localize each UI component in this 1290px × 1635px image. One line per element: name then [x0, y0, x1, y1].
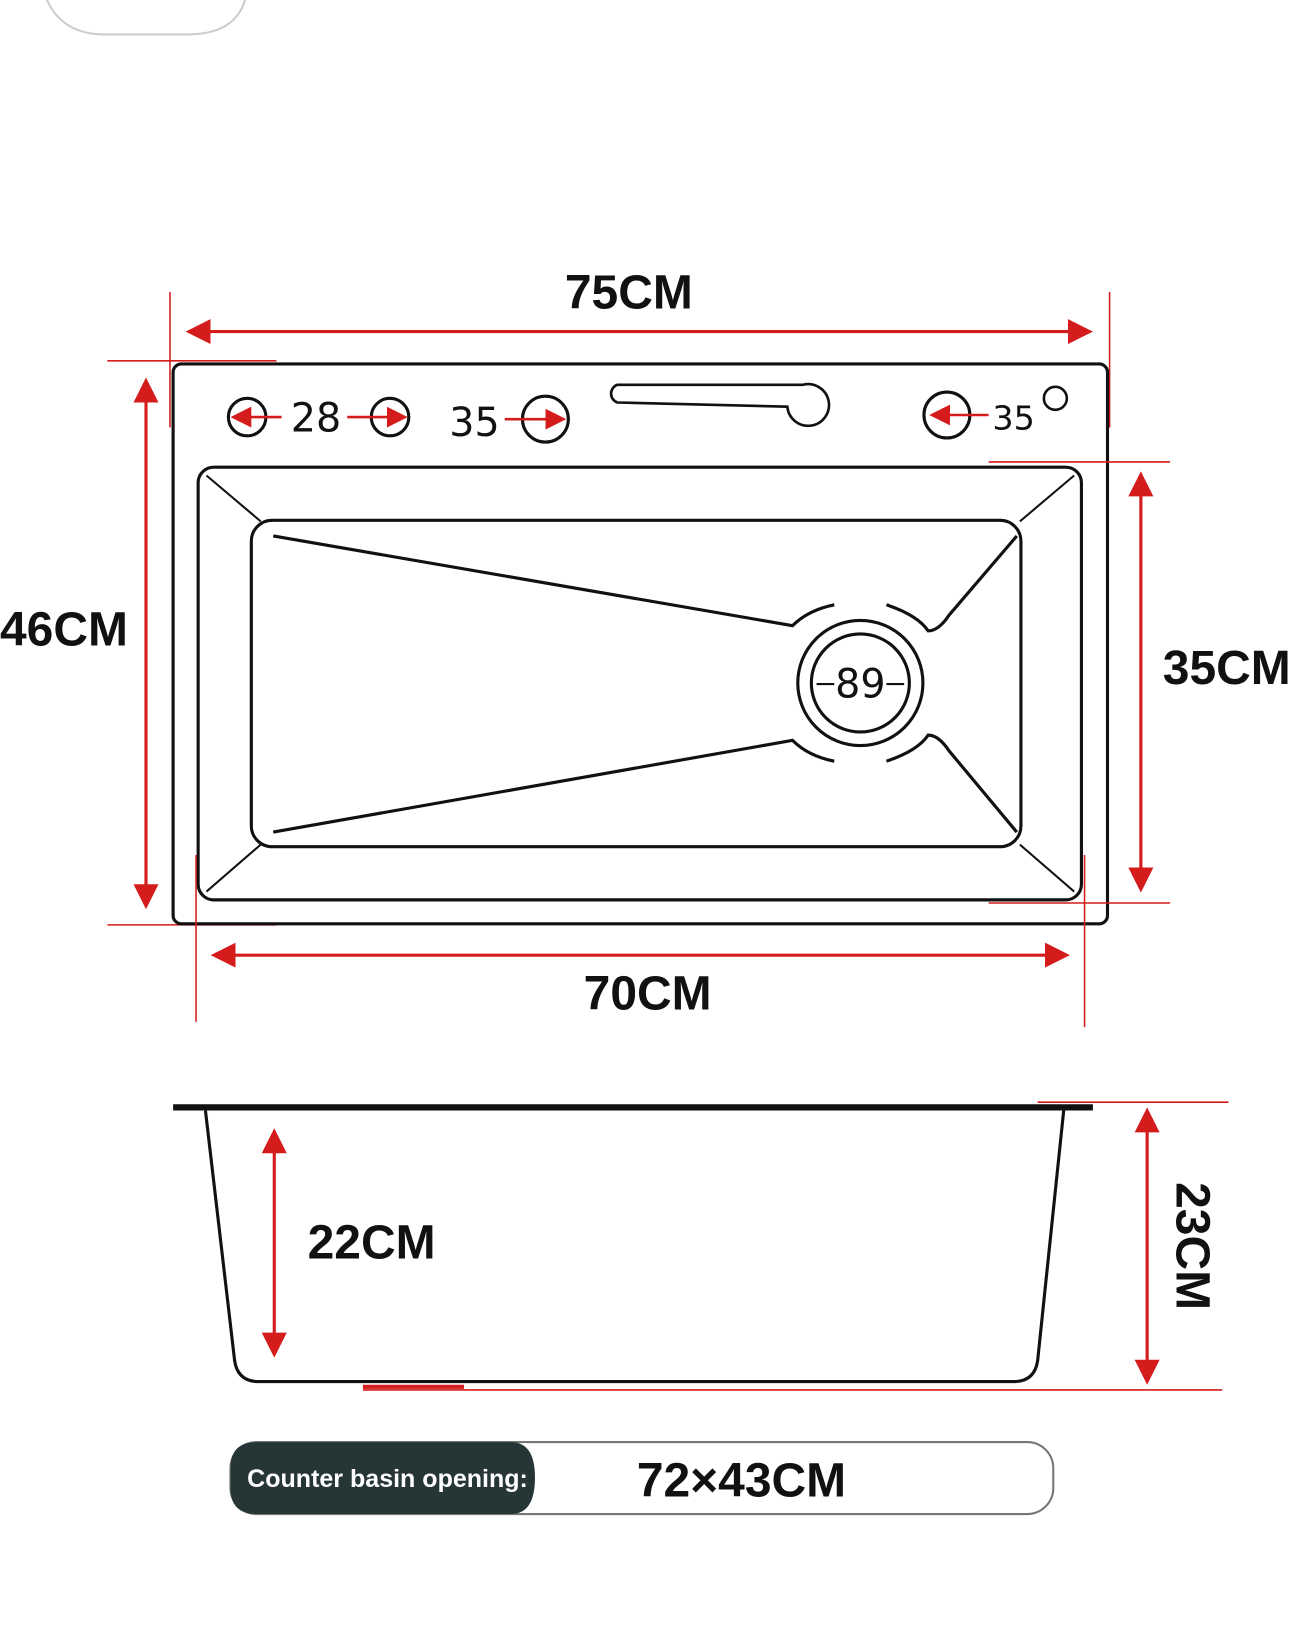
depth-basin-label: 35CM [1163, 642, 1290, 695]
total-height-label: 23CM [1165, 1182, 1218, 1310]
counter-opening-value: 72×43CM [637, 1454, 846, 1507]
basin-depth-label: 22CM [308, 1217, 436, 1270]
drain-outer [796, 618, 925, 748]
bowl-outline [249, 518, 1023, 849]
drain-size-label: 89 [835, 662, 885, 708]
bowl-profile [203, 1110, 1066, 1384]
side-view [173, 1101, 1229, 1391]
width-basin-label: 70CM [584, 967, 712, 1020]
basin-outline [196, 465, 1083, 902]
sink-outline [171, 362, 1110, 926]
hole-size-label: 28 [291, 396, 341, 442]
drain-inner [809, 632, 911, 734]
partial-button-outline [45, 0, 247, 36]
faucet-slot [609, 382, 831, 428]
hole-size-label: 35 [449, 400, 499, 446]
width-overall-label: 75CM [565, 267, 693, 320]
top-view [107, 291, 1171, 1028]
depth-overall-label: 46CM [0, 603, 128, 656]
small-hole-icon [1042, 385, 1069, 412]
hole-size-label: 35 [992, 399, 1034, 438]
counter-opening-label: Counter basin opening: [247, 1465, 528, 1493]
counter-opening-badge: Counter basin opening: 72×43CM [229, 1441, 1055, 1516]
